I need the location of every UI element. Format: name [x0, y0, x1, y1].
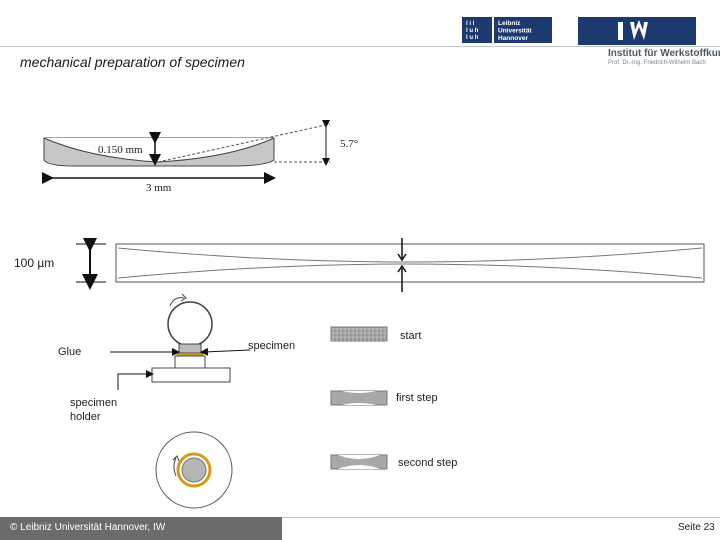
stage-first-label: first step [396, 392, 438, 404]
luh-logo-text-1: Leibniz [498, 20, 521, 27]
stage-start-bar [330, 326, 388, 342]
header-rule [0, 46, 720, 47]
svg-text:l i l: l i l [466, 21, 475, 27]
setup-leaders [110, 347, 251, 390]
iw-logo [578, 17, 696, 45]
footer-bar [0, 517, 282, 540]
footer-rule [282, 517, 720, 518]
professor-line: Prof. Dr.-Ing. Friedrich-Wilhelm Bach [608, 60, 706, 66]
angle-label: 5.7° [340, 138, 359, 150]
footer-copyright: © Leibniz Universität Hannover, IW [10, 522, 166, 533]
stage-second-label: second step [398, 457, 458, 469]
luh-logo: l i l l u h l u h Leibniz Universität Ha… [462, 17, 552, 43]
specimen-label: specimen [248, 340, 296, 352]
glue-label: Glue [58, 346, 82, 358]
dish-diagram [42, 120, 331, 184]
stage-first-bar [330, 390, 388, 406]
specimen-top [181, 457, 207, 483]
page-number: Seite 23 [678, 522, 715, 533]
stage-start-label: start [400, 330, 422, 342]
stage-second-bar [330, 454, 388, 470]
svg-text:l u h: l u h [466, 35, 479, 41]
institute-name: Institut für Werkstoffkunde [608, 48, 720, 59]
top-arrow [397, 238, 407, 262]
holder-label-line1: specimen [70, 397, 118, 409]
holder-label-line2: holder [70, 411, 101, 423]
top-view-diagram [155, 431, 233, 509]
thickness-label: 100 µm [14, 256, 55, 270]
profile-box [115, 243, 705, 283]
angle-line [157, 123, 331, 163]
depth-label: 0.150 mm [98, 144, 143, 156]
width-label: 3 mm [146, 182, 172, 194]
profile-diagram [76, 238, 705, 292]
bottom-arrow [397, 264, 407, 292]
svg-text:l u h: l u h [466, 28, 479, 34]
luh-logo-text-3: Hannover [498, 35, 528, 42]
luh-logo-text-2: Universität [498, 28, 532, 35]
page-title: mechanical preparation of specimen [20, 54, 245, 70]
